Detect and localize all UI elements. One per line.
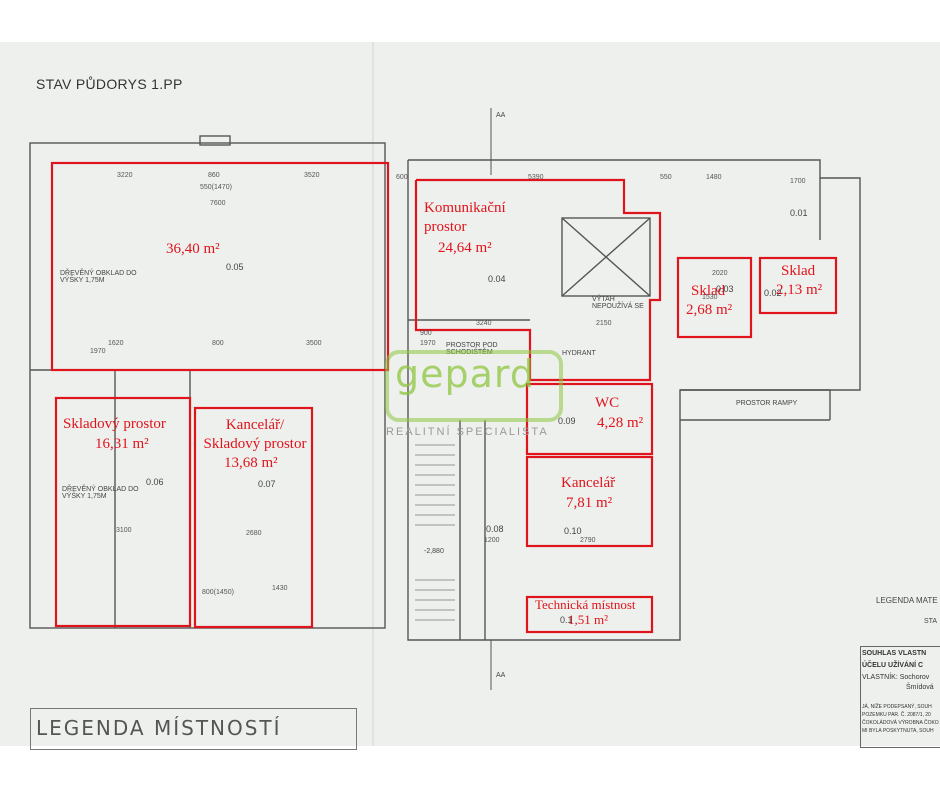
section-mark-top: AA <box>496 112 506 119</box>
dim: 2680 <box>246 530 262 537</box>
room-outline-r1 <box>50 161 390 372</box>
room-r7-code: 0.1 <box>560 615 573 625</box>
room-r5-code: 0.09 <box>558 416 576 426</box>
staircase <box>415 444 455 621</box>
note-rampa: PROSTOR RAMPY <box>736 400 798 407</box>
room-highlights <box>50 161 838 634</box>
consent-line-4: Šmídová <box>906 684 934 691</box>
dim: 1480 <box>706 174 722 181</box>
elevator-shaft <box>561 217 651 297</box>
consent-box <box>860 646 940 748</box>
west-block-outline <box>29 142 386 629</box>
dim: 2150 <box>596 320 612 327</box>
plan-title: STAV PŮDORYS 1.PP <box>36 76 183 92</box>
dim: 3240 <box>476 320 492 327</box>
note-hydrant: HYDRANT <box>562 350 596 357</box>
dim: 600 <box>396 174 408 181</box>
room-r9-name: Sklad <box>781 263 816 279</box>
room-r1-code: 0.05 <box>226 262 244 272</box>
consent-line-5: JÁ, NÍŽE PODEPSANÝ, SOUH <box>862 704 932 710</box>
gepard-logo-subtitle: REALITNÍ SPECIALISTA <box>386 426 549 438</box>
dim: 1700 <box>790 178 806 185</box>
room-outline-r8 <box>676 256 753 339</box>
room-r6-area: 7,81 m² <box>566 495 613 511</box>
level-mark: -2,880 <box>424 548 444 555</box>
dim: 1620 <box>108 340 124 347</box>
room-r6-name: Kancelář <box>561 475 616 491</box>
room-outline-r2 <box>414 178 662 382</box>
room-r1-area: 36,40 m² <box>166 241 220 257</box>
gepard-logo-frame <box>385 350 563 422</box>
room-r4-name: Kancelář/ Skladový prostor <box>203 417 307 452</box>
room-outline-r6 <box>525 455 654 548</box>
room-r2-name: Komunikační prostor <box>424 200 506 235</box>
section-mark-bottom: AA <box>496 672 506 679</box>
consent-line-8: MI BYLA POSKYTNUTA, SOUH <box>862 728 934 734</box>
room-outline-r3 <box>54 396 192 628</box>
room-outline-r4 <box>193 406 314 629</box>
note-vytah: VÝTAH NEPOUŽÍVÁ SE <box>592 296 644 310</box>
room-r5-area: 4,28 m² <box>597 415 644 431</box>
dim: 3100 <box>116 527 132 534</box>
dim: 2020 <box>712 270 728 277</box>
room-code-008: 0.08 <box>486 524 504 534</box>
dim: 3520 <box>304 172 320 179</box>
room-legend-title: LEGENDA MÍSTNOSTÍ <box>36 716 282 740</box>
material-legend-title: LEGENDA MATE <box>876 596 938 605</box>
dim: 1430 <box>272 585 288 592</box>
note-obklad-2: DŘEVĚNÝ OBKLAD DO VÝŠKY 1,75M <box>62 486 139 500</box>
dim: 1530 <box>702 294 718 301</box>
material-legend-sta: STA <box>924 618 938 625</box>
dim: 3220 <box>117 172 133 179</box>
room-r7-name: Technická místnost <box>535 597 636 612</box>
dim: 550(1470) <box>200 184 232 191</box>
room-r5-name: WC <box>595 395 620 411</box>
room-r4-code: 0.07 <box>258 479 276 489</box>
consent-line-7: ČOKOLÁDOVÁ VÝROBNA ČOKO <box>862 720 939 726</box>
dim: 3500 <box>306 340 322 347</box>
dim: 1970 <box>90 348 106 355</box>
room-r8-code: 0.03 <box>716 284 734 294</box>
room-r3-area: 16,31 m² <box>95 436 149 452</box>
room-legend-box <box>30 708 357 750</box>
room-r6-code: 0.10 <box>564 526 582 536</box>
gepard-logo: gepard <box>395 352 535 396</box>
note-obklad-1: DŘEVĚNÝ OBKLAD DO VÝŠKY 1,75M <box>60 270 137 284</box>
room-r8-area: 2,68 m² <box>686 302 733 318</box>
room-outline-r7 <box>525 595 654 634</box>
dim: 1970 <box>420 340 436 347</box>
room-r9-area: 2,13 m² <box>776 282 823 298</box>
room-r4-area: 13,68 m² <box>224 455 278 471</box>
consent-line-3: VLASTNÍK: Sochorov <box>862 674 930 681</box>
dim: 900 <box>420 330 432 337</box>
dim: 7600 <box>210 200 226 207</box>
room-outline-r9 <box>758 256 838 315</box>
dim: 1200 <box>484 537 500 544</box>
dim: 5390 <box>528 174 544 181</box>
dim: 550 <box>660 174 672 181</box>
consent-line-1: SOUHLAS VLASTN <box>862 650 927 657</box>
consent-line-6: POZEMKU PAR. Č. 2087/1, 20 <box>862 712 931 718</box>
room-r8-name: Sklad <box>691 283 726 299</box>
room-r9-code: 0.02 <box>764 288 782 298</box>
room-r7-area: 1,51 m² <box>568 612 609 627</box>
room-r3-code: 0.06 <box>146 477 164 487</box>
dim: 800 <box>212 340 224 347</box>
east-block-outline <box>407 159 861 641</box>
paper-fold <box>372 42 374 746</box>
dim: 800(1450) <box>202 589 234 596</box>
room-r2-code: 0.04 <box>488 274 506 284</box>
room-code-001: 0.01 <box>790 208 808 218</box>
dim: 2790 <box>580 537 596 544</box>
dim: 860 <box>208 172 220 179</box>
consent-line-2: ÚČELU UŽÍVÁNÍ C <box>862 662 924 669</box>
room-r3-name: Skladový prostor <box>63 416 166 432</box>
room-r2-area: 24,64 m² <box>438 240 492 256</box>
